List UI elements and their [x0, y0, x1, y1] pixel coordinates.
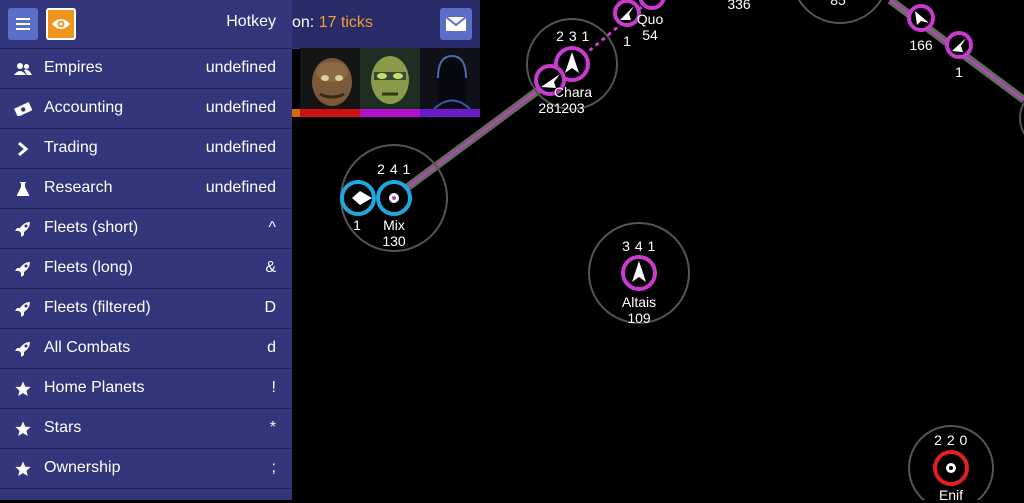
menu-item-fleets-long[interactable]: Fleets (long) &: [0, 249, 292, 289]
menu-item-all-combats[interactable]: All Combats d: [0, 329, 292, 369]
enif-stats: 2 2 0: [934, 432, 968, 448]
menu-item-label: Home Planets: [44, 379, 145, 396]
star-icon: [14, 460, 32, 478]
menu-item-label: All Combats: [44, 339, 131, 356]
menu-item-ownership[interactable]: Ownership ;: [0, 449, 292, 489]
rocket-icon: [14, 260, 32, 278]
menu-item-hotkey: d: [267, 339, 276, 356]
alien-portrait-2[interactable]: [360, 48, 420, 109]
alien-portrait-3-image: [420, 48, 480, 109]
fleet-mix[interactable]: [340, 180, 376, 216]
menu-item-hotkey: undefined: [205, 179, 276, 196]
mix-name: Mix: [383, 217, 405, 233]
menu-item-hotkey: !: [271, 379, 276, 396]
fleet-166[interactable]: [907, 4, 935, 32]
menu-item-hotkey: &: [265, 259, 276, 276]
alien-portrait-1-image: [300, 48, 360, 109]
star-chara[interactable]: [554, 46, 590, 82]
menu-item-label: Trading: [44, 139, 98, 156]
menu-item-fleets-filtered[interactable]: Fleets (filtered) D: [0, 289, 292, 329]
rocket-icon: [14, 300, 32, 318]
alien-portrait-3-color: [420, 109, 480, 117]
quo-value: 54: [642, 27, 658, 43]
rocket-icon: [14, 220, 32, 238]
menu-item-label: Fleets (long): [44, 259, 133, 276]
quo-name: Quo: [636, 11, 664, 27]
star-enif[interactable]: [933, 450, 969, 486]
altais-value: 109: [627, 310, 651, 326]
quo-fleet-count: 1: [623, 33, 631, 49]
flask-icon: [14, 180, 32, 198]
rocket-icon: [14, 340, 32, 358]
star-icon: [14, 380, 32, 398]
mix-fleet-count: 1: [353, 217, 361, 233]
info-prefix: on:: [292, 14, 319, 31]
users-icon: [14, 60, 32, 78]
menu-item-fleets-short[interactable]: Fleets (short) ^: [0, 209, 292, 249]
map-label-336: 336: [727, 0, 751, 12]
star-altais[interactable]: [621, 255, 657, 291]
star-icon: [14, 420, 32, 438]
chara-stats: 2 3 1: [556, 28, 590, 44]
tick-count: 17 ticks: [318, 14, 373, 31]
menu-item-label: Accounting: [44, 99, 124, 116]
view-toggle-button[interactable]: [46, 8, 76, 40]
menu-item-label: Ownership: [44, 459, 121, 476]
inbox-button[interactable]: [440, 8, 472, 40]
menu-item-home-planets[interactable]: Home Planets !: [0, 369, 292, 409]
menu-item-label: Empires: [44, 59, 103, 76]
enif-name: Enif: [938, 487, 964, 503]
menu-item-hotkey: *: [269, 419, 276, 436]
menu-item-label: Fleets (filtered): [44, 299, 151, 316]
chevron-right-icon: [14, 140, 32, 158]
hamburger-icon: [16, 18, 30, 30]
menu-item-accounting[interactable]: Accounting undefined: [0, 89, 292, 129]
fleet-right-count: 1: [955, 64, 963, 80]
menu-item-hotkey: undefined: [205, 99, 276, 116]
menu-item-hotkey: ;: [271, 459, 276, 476]
alien-portrait-2-image: [360, 48, 420, 109]
alien-portrait-3[interactable]: [420, 48, 480, 109]
menu-item-empires[interactable]: Empires undefined: [0, 49, 292, 89]
envelope-icon: [445, 16, 467, 31]
eye-icon: [52, 19, 70, 29]
menu-item-label: Stars: [44, 419, 82, 436]
alien-portrait-1[interactable]: [300, 48, 360, 109]
menu-item-stars[interactable]: Stars *: [0, 409, 292, 449]
mix-value: 130: [382, 233, 406, 249]
alien-portrait-1-color: [300, 109, 360, 117]
money-icon: [14, 100, 32, 118]
fleet-right[interactable]: [945, 31, 973, 59]
menu-item-hotkey: undefined: [205, 139, 276, 156]
altais-stats: 3 4 1: [622, 238, 656, 254]
menu-item-hotkey: D: [264, 299, 276, 316]
menu-item-hotkey: undefined: [205, 59, 276, 76]
chara-fleet-count: 281: [538, 100, 562, 116]
star-quo[interactable]: [638, 0, 666, 10]
chara-value: 203: [561, 100, 585, 116]
altais-name: Altais: [621, 294, 657, 310]
menu-item-label: Fleets (short): [44, 219, 139, 236]
menu-item-hotkey: ^: [268, 219, 276, 236]
menu-header: Hotkey: [0, 0, 292, 49]
hotkey-column-title: Hotkey: [226, 13, 276, 30]
hotkey-side-menu: Hotkey Empires undefined Accounting unde…: [0, 0, 292, 500]
menu-item-research[interactable]: Research undefined: [0, 169, 292, 209]
fleet-quo[interactable]: [613, 0, 641, 27]
menu-toggle-button[interactable]: [8, 8, 38, 40]
alien-portrait-0-color: [292, 109, 300, 117]
menu-item-label: Research: [44, 179, 113, 196]
star-mix[interactable]: [376, 180, 412, 216]
map-label-85: 85: [830, 0, 846, 8]
menu-item-trading[interactable]: Trading undefined: [0, 129, 292, 169]
mix-stats: 2 4 1: [377, 161, 411, 177]
fleet-chara[interactable]: [534, 64, 566, 96]
alien-portrait-2-color: [360, 109, 420, 117]
fleet-166-count: 166: [909, 37, 933, 53]
route-lines: [390, 0, 1024, 202]
chara-name: Chara: [553, 84, 593, 100]
